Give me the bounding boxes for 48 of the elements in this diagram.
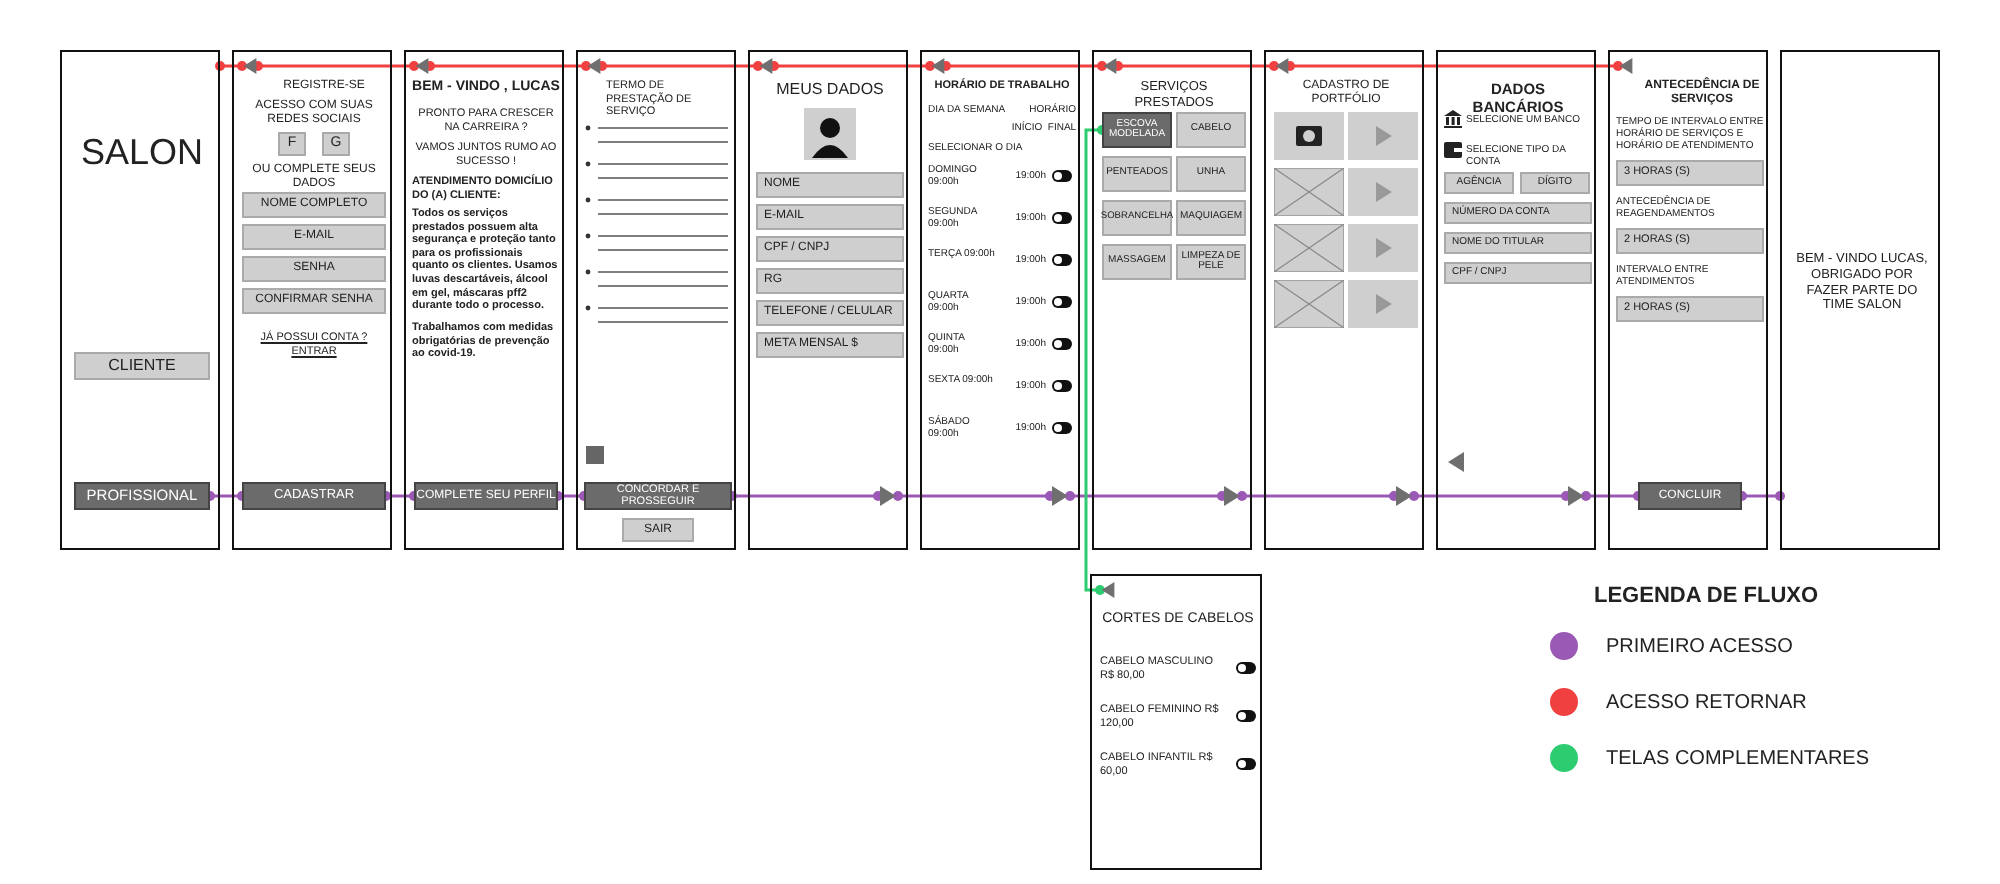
next-arrow-icon (1222, 486, 1242, 506)
phone-screen (1092, 50, 1252, 550)
phone-screen (1780, 50, 1940, 550)
back-arrow-icon (1446, 452, 1466, 472)
back-arrow-icon (414, 58, 430, 74)
connector (893, 491, 1055, 501)
phone-screen (232, 50, 392, 550)
app-title: SALON (78, 132, 206, 176)
connector (1237, 491, 1399, 501)
phone-screen (1608, 50, 1768, 550)
phone-screen (404, 50, 564, 550)
connector (425, 61, 591, 71)
back-arrow-icon (1100, 582, 1116, 598)
legend-label: TELAS COMPLEMENTARES (1606, 747, 1870, 769)
phone-screen (60, 50, 220, 550)
connector (215, 61, 247, 71)
legend-label: PRIMEIRO ACESSO (1606, 635, 1793, 657)
phone-screen (920, 50, 1080, 550)
back-arrow-icon (242, 58, 258, 74)
connector (1409, 491, 1571, 501)
connector (1065, 491, 1227, 501)
phone-screen (576, 50, 736, 550)
phone-screen (1090, 574, 1262, 870)
heading: MEUS DADOS (774, 80, 886, 100)
next-arrow-icon (1394, 486, 1414, 506)
connector (1113, 61, 1279, 71)
button: CLIENTE (74, 352, 210, 380)
next-arrow-icon (1566, 486, 1586, 506)
back-arrow-icon (758, 58, 774, 74)
connector (941, 61, 1107, 71)
back-arrow-icon (1102, 58, 1118, 74)
connector (597, 61, 763, 71)
legend-title: LEGENDA DE FLUXO (1594, 584, 1821, 608)
connector (253, 61, 419, 71)
connector (769, 61, 935, 71)
connector (1084, 125, 1107, 595)
connector (1285, 61, 1623, 71)
next-arrow-icon (878, 486, 898, 506)
legend-label: ACESSO RETORNAR (1606, 691, 1807, 713)
phone-screen (1264, 50, 1424, 550)
phone-screen (1436, 50, 1596, 550)
phone-screen (748, 50, 908, 550)
back-arrow-icon (1274, 58, 1290, 74)
back-arrow-icon (586, 58, 602, 74)
connector (1581, 491, 1643, 501)
back-arrow-icon (930, 58, 946, 74)
back-arrow-icon (1618, 58, 1634, 74)
next-arrow-icon (1050, 486, 1070, 506)
